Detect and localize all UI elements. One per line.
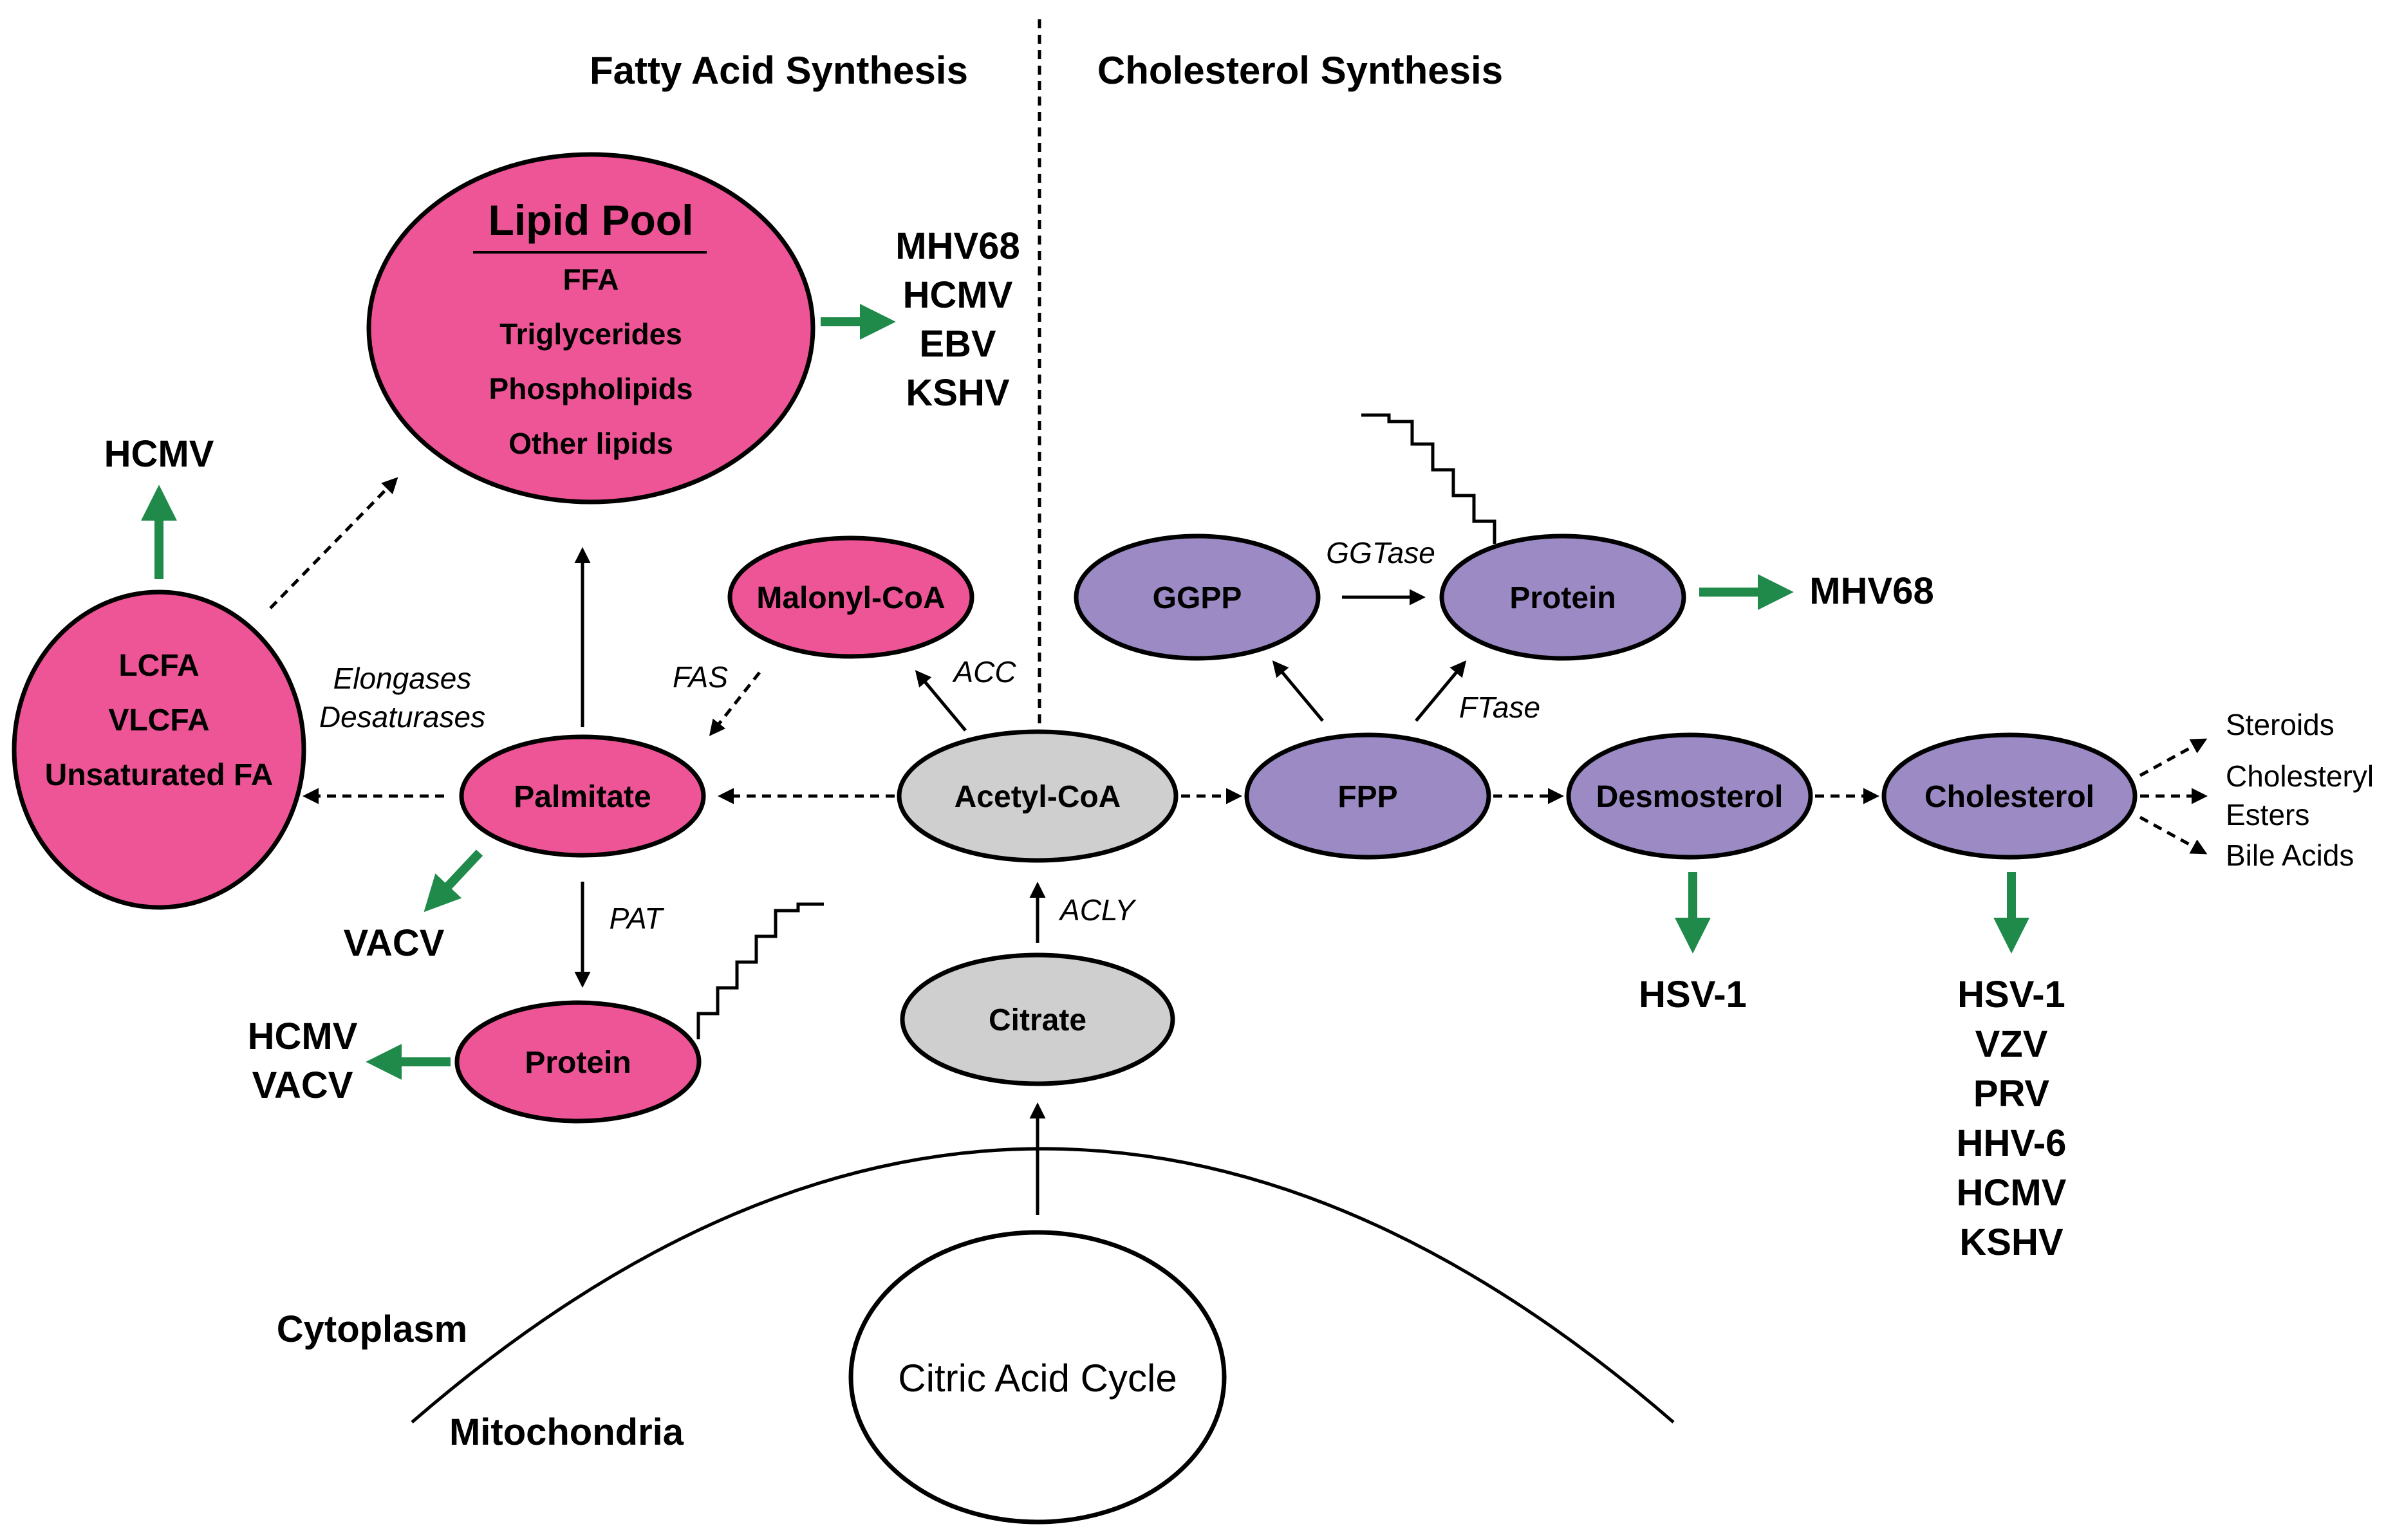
desmosterol-label: Desmosterol	[1596, 780, 1784, 814]
fpp-node	[1244, 732, 1491, 860]
palmitate-node	[459, 734, 706, 858]
enzyme-label-ftase: FTase	[1459, 691, 1540, 724]
virus-label: HSV-1	[1957, 974, 2065, 1016]
product-label: Cholesteryl	[2226, 759, 2374, 793]
lipid-pool-item: FFA	[563, 263, 619, 296]
protein-left-node	[454, 1000, 702, 1124]
fatty-acid-item: LCFA	[118, 649, 199, 683]
arrow-cholesterol-to-bile-acids	[2139, 815, 2208, 855]
product-label: Esters	[2226, 798, 2309, 831]
green-arrow-palmitate	[424, 849, 483, 913]
cytoplasm-label: Cytoplasm	[277, 1308, 468, 1350]
lipid-anchor-left	[696, 902, 824, 1039]
virus-label: VACV	[344, 922, 445, 964]
virus-label: HSV-1	[1639, 974, 1747, 1016]
citrate-node	[900, 952, 1175, 1086]
palmitate-label: Palmitate	[514, 780, 651, 814]
fatty-acids-node	[12, 589, 306, 910]
virus-label: HCMV	[248, 1016, 358, 1057]
enzyme-label-elongases: Elongases	[333, 662, 472, 695]
protein-left-label: Protein	[525, 1046, 631, 1080]
lipid-pool-item: Other lipids	[508, 427, 673, 460]
enzyme-label-desaturases: Desaturases	[319, 700, 485, 734]
enzyme-label-acly: ACLY	[1058, 893, 1137, 927]
fatty-acid-item: VLCFA	[108, 703, 209, 738]
mitochondria-label: Mitochondria	[449, 1411, 684, 1453]
mitochondria-membrane	[411, 1147, 1675, 1424]
virus-label: EBV	[919, 323, 996, 365]
arrow-fatty-acids-to-lipid-pool	[269, 477, 398, 609]
fatty-acid-section-title: Fatty Acid Synthesis	[590, 49, 968, 92]
fpp-label: FPP	[1337, 780, 1397, 814]
malonyl-coa-node	[727, 535, 974, 659]
desmosterol-node	[1566, 732, 1813, 860]
citrate-label: Citrate	[989, 1003, 1086, 1037]
fatty-acid-item: Unsaturated FA	[45, 758, 274, 792]
virus-label: VACV	[252, 1064, 353, 1106]
product-label: Bile Acids	[2226, 839, 2354, 872]
cholesterol-node	[1881, 732, 2138, 860]
ggpp-node	[1074, 533, 1321, 661]
virus-label: PRV	[1973, 1073, 2050, 1115]
virus-label: VZV	[1975, 1023, 2048, 1065]
citric-acid-cycle-label: Citric Acid Cycle	[898, 1357, 1177, 1400]
virus-label: HCMV	[903, 274, 1013, 316]
enzyme-label-acc: ACC	[951, 655, 1016, 689]
lipid-pool-title: Lipid Pool	[489, 196, 694, 244]
enzyme-label-fas: FAS	[673, 660, 728, 694]
lipid-pool-node	[366, 152, 815, 505]
lipid-pool-item: Phospholipids	[489, 372, 693, 405]
enzyme-label-ggtase: GGTase	[1326, 536, 1435, 570]
virus-label: HHV-6	[1957, 1122, 2067, 1164]
ggpp-label: GGPP	[1153, 581, 1242, 615]
protein-right-node	[1439, 533, 1686, 661]
lipid-anchor-right	[1361, 413, 1496, 544]
malonyl-coa-label: Malonyl-CoA	[756, 581, 945, 615]
virus-label: MHV68	[1809, 570, 1933, 612]
arrow-fpp-to-protein	[1415, 660, 1467, 722]
virus-label: KSHV	[906, 372, 1009, 414]
citric-acid-cycle-node	[848, 1230, 1227, 1525]
virus-label: HCMV	[1957, 1172, 2067, 1214]
virus-label: HCMV	[104, 433, 214, 475]
lipid-pool-item: Triglycerides	[499, 317, 682, 351]
arrow-malonyl-coa-to-palmitate	[709, 671, 761, 736]
acetyl-coa-label: Acetyl-CoA	[955, 780, 1121, 814]
arrow-cholesterol-to-steroids	[2139, 738, 2208, 777]
acetyl-coa-node	[897, 729, 1179, 863]
product-label: Steroids	[2226, 708, 2334, 741]
cholesterol-section-title: Cholesterol Synthesis	[1097, 49, 1503, 92]
protein-right-label: Protein	[1509, 581, 1616, 615]
virus-label: KSHV	[1959, 1221, 2063, 1263]
enzyme-label-pat: PAT	[610, 902, 665, 935]
cholesterol-label: Cholesterol	[1924, 780, 2094, 814]
arrow-fpp-to-ggpp	[1272, 660, 1324, 722]
virus-label: MHV68	[895, 225, 1020, 267]
arrow-acetyl-coa-to-malonyl-coa	[915, 670, 967, 732]
